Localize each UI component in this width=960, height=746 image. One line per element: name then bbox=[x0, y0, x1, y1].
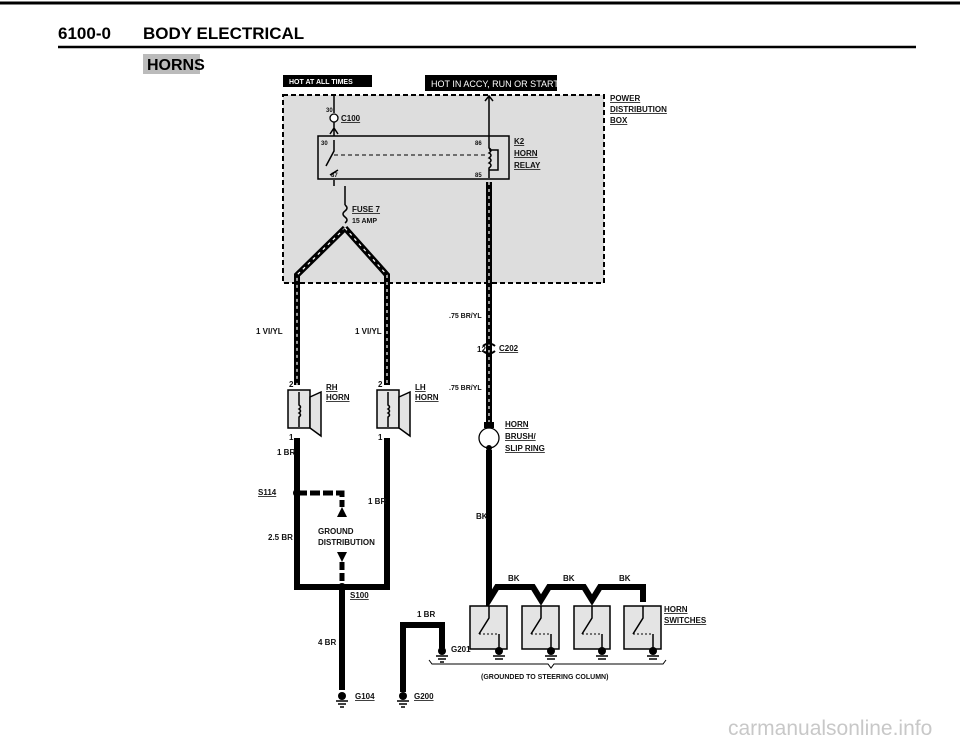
slip-ring-label-3: SLIP RING bbox=[505, 444, 545, 453]
g200-label: G200 bbox=[414, 692, 434, 701]
power-distribution-box bbox=[282, 94, 605, 284]
s100-splice bbox=[338, 583, 346, 591]
ground-distribution-link bbox=[297, 490, 345, 507]
section-number: 6100-0 bbox=[58, 24, 111, 43]
rh-horn-pin-2: 2 bbox=[289, 380, 294, 389]
horn-switch-3 bbox=[573, 605, 611, 660]
relay-label-2: HORN bbox=[514, 149, 538, 158]
c202-pin: 12 bbox=[477, 345, 486, 354]
c100-label: C100 bbox=[341, 114, 361, 123]
relay-pin-30: 30 bbox=[321, 141, 328, 147]
bk-label-3: BK bbox=[619, 574, 631, 583]
g200-ground-icon bbox=[397, 692, 409, 708]
relay-pin-85: 85 bbox=[475, 173, 482, 179]
bk-label-1: BK bbox=[508, 574, 520, 583]
lh-ground-label: 1 BR bbox=[368, 497, 386, 506]
steering-column-bracket bbox=[428, 659, 667, 669]
relay-out-label: .75 BR/YL bbox=[449, 313, 482, 320]
bk-label-2: BK bbox=[563, 574, 575, 583]
slip-ring-label-1: HORN bbox=[505, 420, 529, 429]
fuse-rating: 15 AMP bbox=[352, 218, 377, 225]
hot-always-text: HOT AT ALL TIMES bbox=[289, 79, 353, 86]
horn-switch-4 bbox=[623, 605, 662, 660]
s100-label: S100 bbox=[350, 591, 369, 600]
ground-dist-label-1: GROUND bbox=[318, 527, 354, 536]
s114-splice bbox=[293, 489, 301, 497]
horn-switch-bus bbox=[486, 450, 646, 611]
page-title: BODY ELECTRICAL bbox=[143, 24, 304, 43]
fuse-label: FUSE 7 bbox=[352, 205, 381, 214]
s114-label: S114 bbox=[258, 488, 277, 497]
ground-dist-arrow-up bbox=[337, 507, 347, 517]
subsection-title: HORNS bbox=[147, 57, 205, 74]
lh-feed-label: 1 VI/YL bbox=[355, 327, 382, 336]
rh-ground-label: 1 BR bbox=[277, 448, 295, 457]
slip-out-label: BK bbox=[476, 512, 488, 521]
slip-in-label: .75 BR/YL bbox=[449, 385, 482, 392]
g200-wire-label: 1 BR bbox=[417, 610, 435, 619]
horn-switches-label-1: HORN bbox=[664, 605, 688, 614]
hot-accy-text: HOT IN ACCY, RUN OR START bbox=[431, 79, 559, 89]
relay-coil-icon bbox=[487, 140, 499, 178]
g104-wire-label: 4 BR bbox=[318, 638, 336, 647]
horn-relay-box bbox=[317, 135, 510, 180]
s114-s100-label: 2.5 BR bbox=[268, 533, 293, 542]
pdb-label-3: BOX bbox=[610, 116, 628, 125]
pdb-label-1: POWER bbox=[610, 94, 640, 103]
relay-label-1: K2 bbox=[514, 137, 525, 146]
g104-label: G104 bbox=[355, 692, 375, 701]
relay-pin-87: 87 bbox=[331, 173, 338, 179]
rh-feed-label: 1 VI/YL bbox=[256, 327, 283, 336]
c100-pin: 30 bbox=[326, 108, 333, 114]
steering-column-note: (GROUNDED TO STEERING COLUMN) bbox=[481, 674, 608, 681]
g201-ground-icon bbox=[436, 647, 448, 663]
relay-label-3: RELAY bbox=[514, 161, 541, 170]
relay-switch-icon bbox=[325, 140, 339, 186]
relay-pin-86: 86 bbox=[475, 141, 482, 147]
horn-switches-label-2: SWITCHES bbox=[664, 616, 707, 625]
rh-horn-pin-1: 1 bbox=[289, 433, 294, 442]
g104-ground-icon bbox=[336, 692, 348, 708]
c202-label: C202 bbox=[499, 344, 519, 353]
pdb-label-2: DISTRIBUTION bbox=[610, 105, 667, 114]
lh-horn-pin-2: 2 bbox=[378, 380, 383, 389]
horn-switch-2 bbox=[521, 605, 560, 660]
rh-horn-label-2: HORN bbox=[326, 393, 350, 402]
rh-horn-label-1: RH bbox=[326, 383, 338, 392]
hot-accy-banner bbox=[425, 75, 557, 91]
c202-connector bbox=[482, 342, 496, 355]
fuse-icon bbox=[342, 204, 348, 224]
accy-feed-wire bbox=[484, 94, 494, 140]
ground-dist-label-2: DISTRIBUTION bbox=[318, 538, 375, 547]
g201-label: G201 bbox=[451, 645, 471, 654]
slip-ring-label-2: BRUSH/ bbox=[505, 432, 536, 441]
c100-connector bbox=[329, 113, 339, 123]
subsection-box bbox=[143, 54, 200, 74]
ground-dist-arrow-down bbox=[337, 552, 347, 562]
watermark: carmanualsonline.info bbox=[728, 717, 932, 740]
horn-switch-1 bbox=[469, 605, 508, 660]
lh-horn-pin-1: 1 bbox=[378, 433, 383, 442]
g200-wire bbox=[400, 622, 445, 692]
lh-horn-label-2: HORN bbox=[415, 393, 439, 402]
lh-horn-label-1: LH bbox=[415, 383, 426, 392]
hot-always-banner bbox=[283, 75, 372, 87]
